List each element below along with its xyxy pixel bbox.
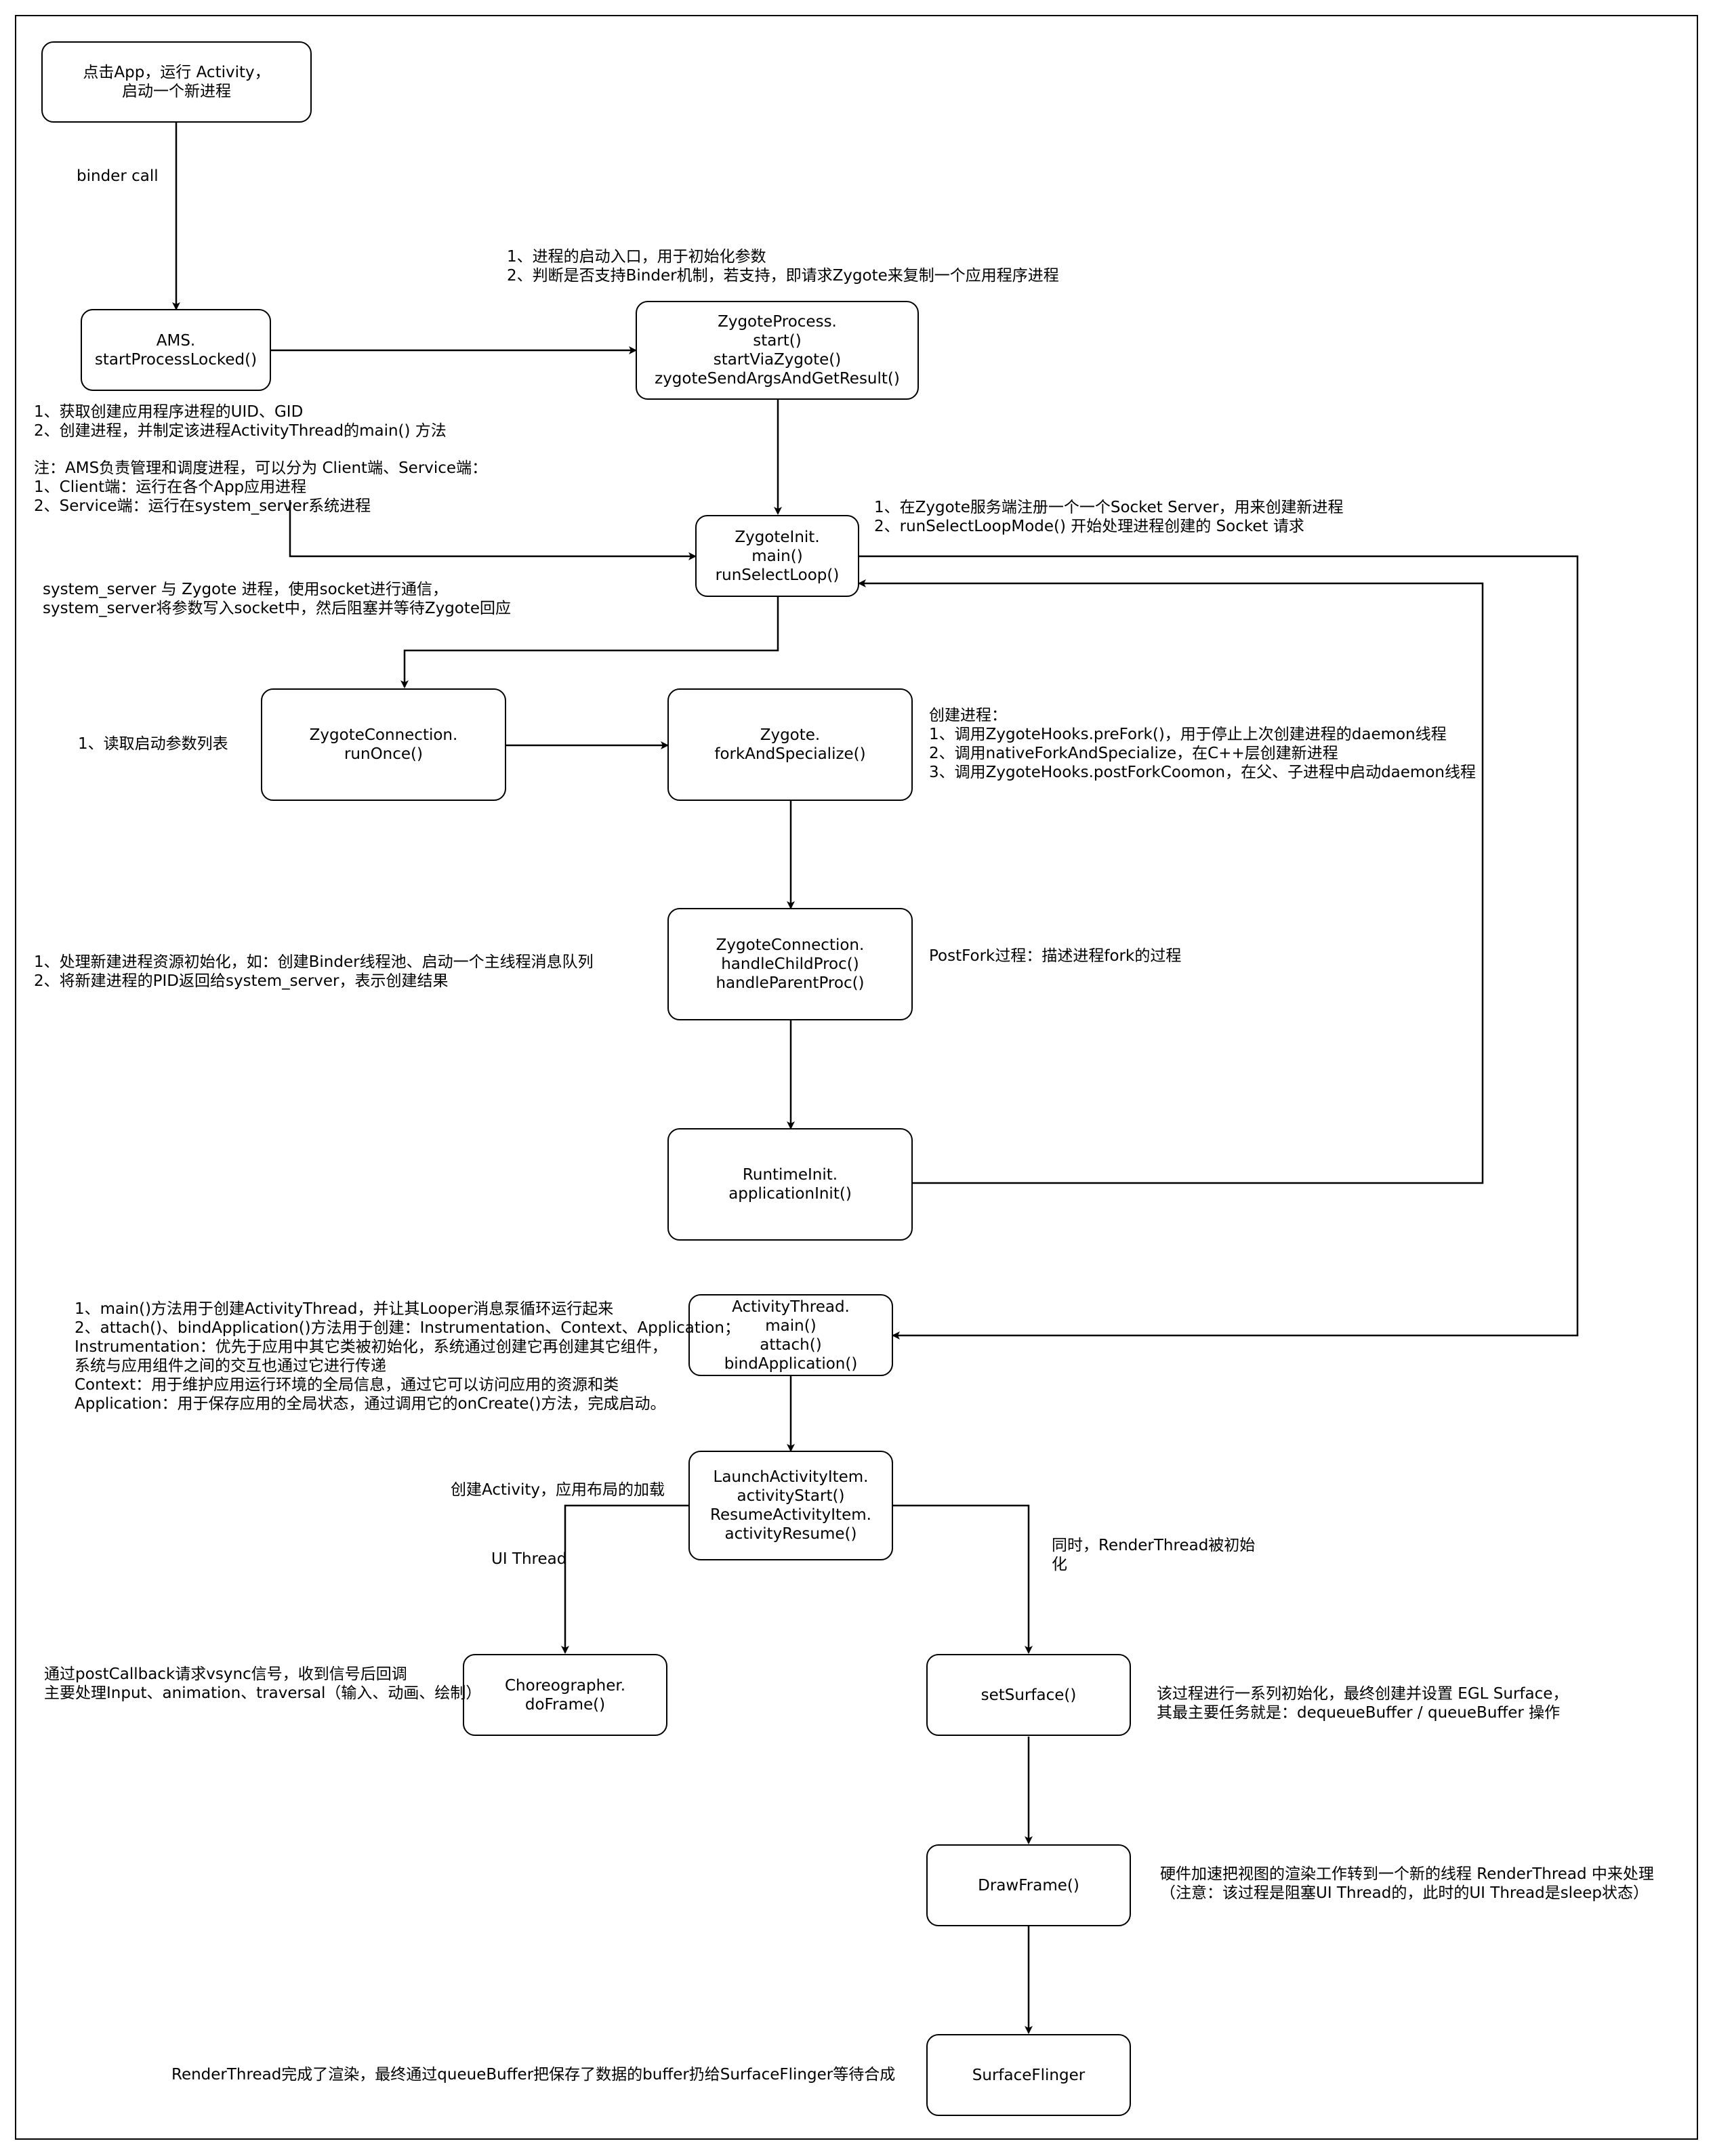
set-surface-node: setSurface() <box>926 1654 1131 1736</box>
ams-role-note: 注：AMS负责管理和调度进程，可以分为 Client端、Service端： 1、… <box>34 459 488 515</box>
edge-launch-to-choreographer <box>561 1504 690 1654</box>
create-activity-label: 创建Activity，应用布局的加载 <box>451 1481 665 1499</box>
ams-start-process-locked-node: AMS. startProcessLocked() <box>81 309 271 391</box>
edge-launch-to-set-surface <box>893 1504 1033 1654</box>
ams-note: 1、获取创建应用程序进程的UID、GID 2、创建进程，并制定该进程Activi… <box>34 403 447 440</box>
binder-call-label: binder call <box>77 167 159 185</box>
socket-note: system_server 与 Zygote 进程，使用socket进行通信， … <box>43 581 512 617</box>
zygote-init-node: ZygoteInit. main() runSelectLoop() <box>695 515 859 597</box>
draw-frame-note: 硬件加速把视图的渲染工作转到一个新的线程 RenderThread 中来处理 （… <box>1160 1865 1654 1902</box>
child-proc-note: 1、处理新建进程资源初始化，如：创建Binder线程池、启动一个主线程消息队列 … <box>34 953 594 990</box>
choreographer-note: 通过postCallback请求vsync信号，收到信号后回调 主要处理Inpu… <box>44 1665 482 1702</box>
activity-thread-node: ActivityThread. main() attach() bindAppl… <box>688 1294 893 1376</box>
zygote-connection-proc-node: ZygoteConnection. handleChildProc() hand… <box>667 908 913 1020</box>
set-surface-note: 该过程进行一系列初始化，最终创建并设置 EGL Surface， 其最主要任务就… <box>1157 1685 1569 1722</box>
ui-thread-label: UI Thread <box>491 1550 567 1568</box>
edge-zygote-init-to-activity-thread <box>859 555 1579 1340</box>
surface-flinger-node: SurfaceFlinger <box>926 2034 1131 2116</box>
diagram-frame <box>15 15 1698 2140</box>
zygote-fork-node: Zygote. forkAndSpecialize() <box>667 688 913 801</box>
draw-frame-node: DrawFrame() <box>926 1844 1131 1926</box>
activity-thread-note: 1、main()方法用于创建ActivityThread，并让其Looper消息… <box>75 1300 740 1413</box>
post-fork-note: PostFork过程：描述进程fork的过程 <box>929 947 1182 965</box>
surface-flinger-note: RenderThread完成了渲染，最终通过queueBuffer把保存了数据的… <box>171 2066 896 2084</box>
launch-activity-item-node: LaunchActivityItem. activityStart() Resu… <box>688 1451 893 1560</box>
zygote-connection-node: ZygoteConnection. runOnce() <box>261 688 506 801</box>
render-thread-init-label: 同时，RenderThread被初始 化 <box>1052 1537 1256 1573</box>
runtime-init-node: RuntimeInit. applicationInit() <box>667 1128 913 1241</box>
choreographer-node: Choreographer. doFrame() <box>463 1654 667 1736</box>
zygote-process-note: 1、进程的启动入口，用于初始化参数 2、判断是否支持Binder机制，若支持，即… <box>507 248 1059 285</box>
start-node: 点击App，运行 Activity， 启动一个新进程 <box>41 41 312 123</box>
edge-ams-note-to-zygote-init <box>289 500 697 560</box>
read-args-note: 1、读取启动参数列表 <box>78 735 228 753</box>
edge-runtime-to-zygote-init <box>858 579 1484 1184</box>
zygote-init-note: 1、在Zygote服务端注册一个一个Socket Server，用来创建新进程 … <box>874 499 1344 535</box>
fork-note: 创建进程： 1、调用ZygoteHooks.preFork()，用于停止上次创建… <box>929 707 1476 781</box>
zygote-process-node: ZygoteProcess. start() startViaZygote() … <box>636 301 919 400</box>
edge-zygote-init-to-connection <box>400 596 779 688</box>
